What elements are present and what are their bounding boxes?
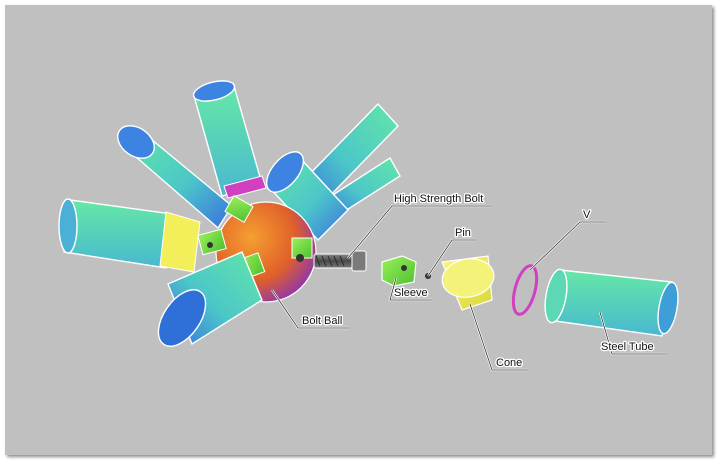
tube-lower-left [157, 251, 263, 347]
svg-text:High Strength Bolt: High Strength Bolt [394, 193, 483, 205]
svg-text:Sleeve: Sleeve [394, 287, 428, 299]
svg-text:Bolt Ball: Bolt Ball [302, 315, 342, 327]
cone [441, 255, 495, 311]
leader-lines [271, 204, 666, 372]
tube-upper-left [117, 125, 233, 230]
label-steel-tube: Steel Tube [601, 341, 654, 353]
svg-text:V: V [583, 209, 591, 221]
tube-left [58, 198, 201, 273]
tube-upper [192, 80, 267, 199]
label-pin: Pin [455, 227, 471, 239]
tube-right-upper [265, 151, 349, 242]
label-v: V [583, 209, 591, 221]
label-cone: Cone [496, 357, 522, 369]
sleeve [381, 255, 417, 287]
steel-tube [544, 268, 679, 337]
assembled-node [58, 80, 401, 347]
label-bolt-ball: Bolt Ball [302, 315, 342, 327]
label-sleeve: Sleeve [394, 287, 428, 299]
svg-text:Cone: Cone [496, 357, 522, 369]
labels: High Strength Bolt High Strength Bolt Pi… [301, 192, 655, 371]
label-high-strength-bolt: High Strength Bolt [394, 193, 483, 205]
svg-text:Steel Tube: Steel Tube [601, 341, 654, 353]
svg-text:Pin: Pin [455, 227, 471, 239]
high-strength-bolt [313, 250, 367, 272]
v-ring [511, 264, 539, 316]
